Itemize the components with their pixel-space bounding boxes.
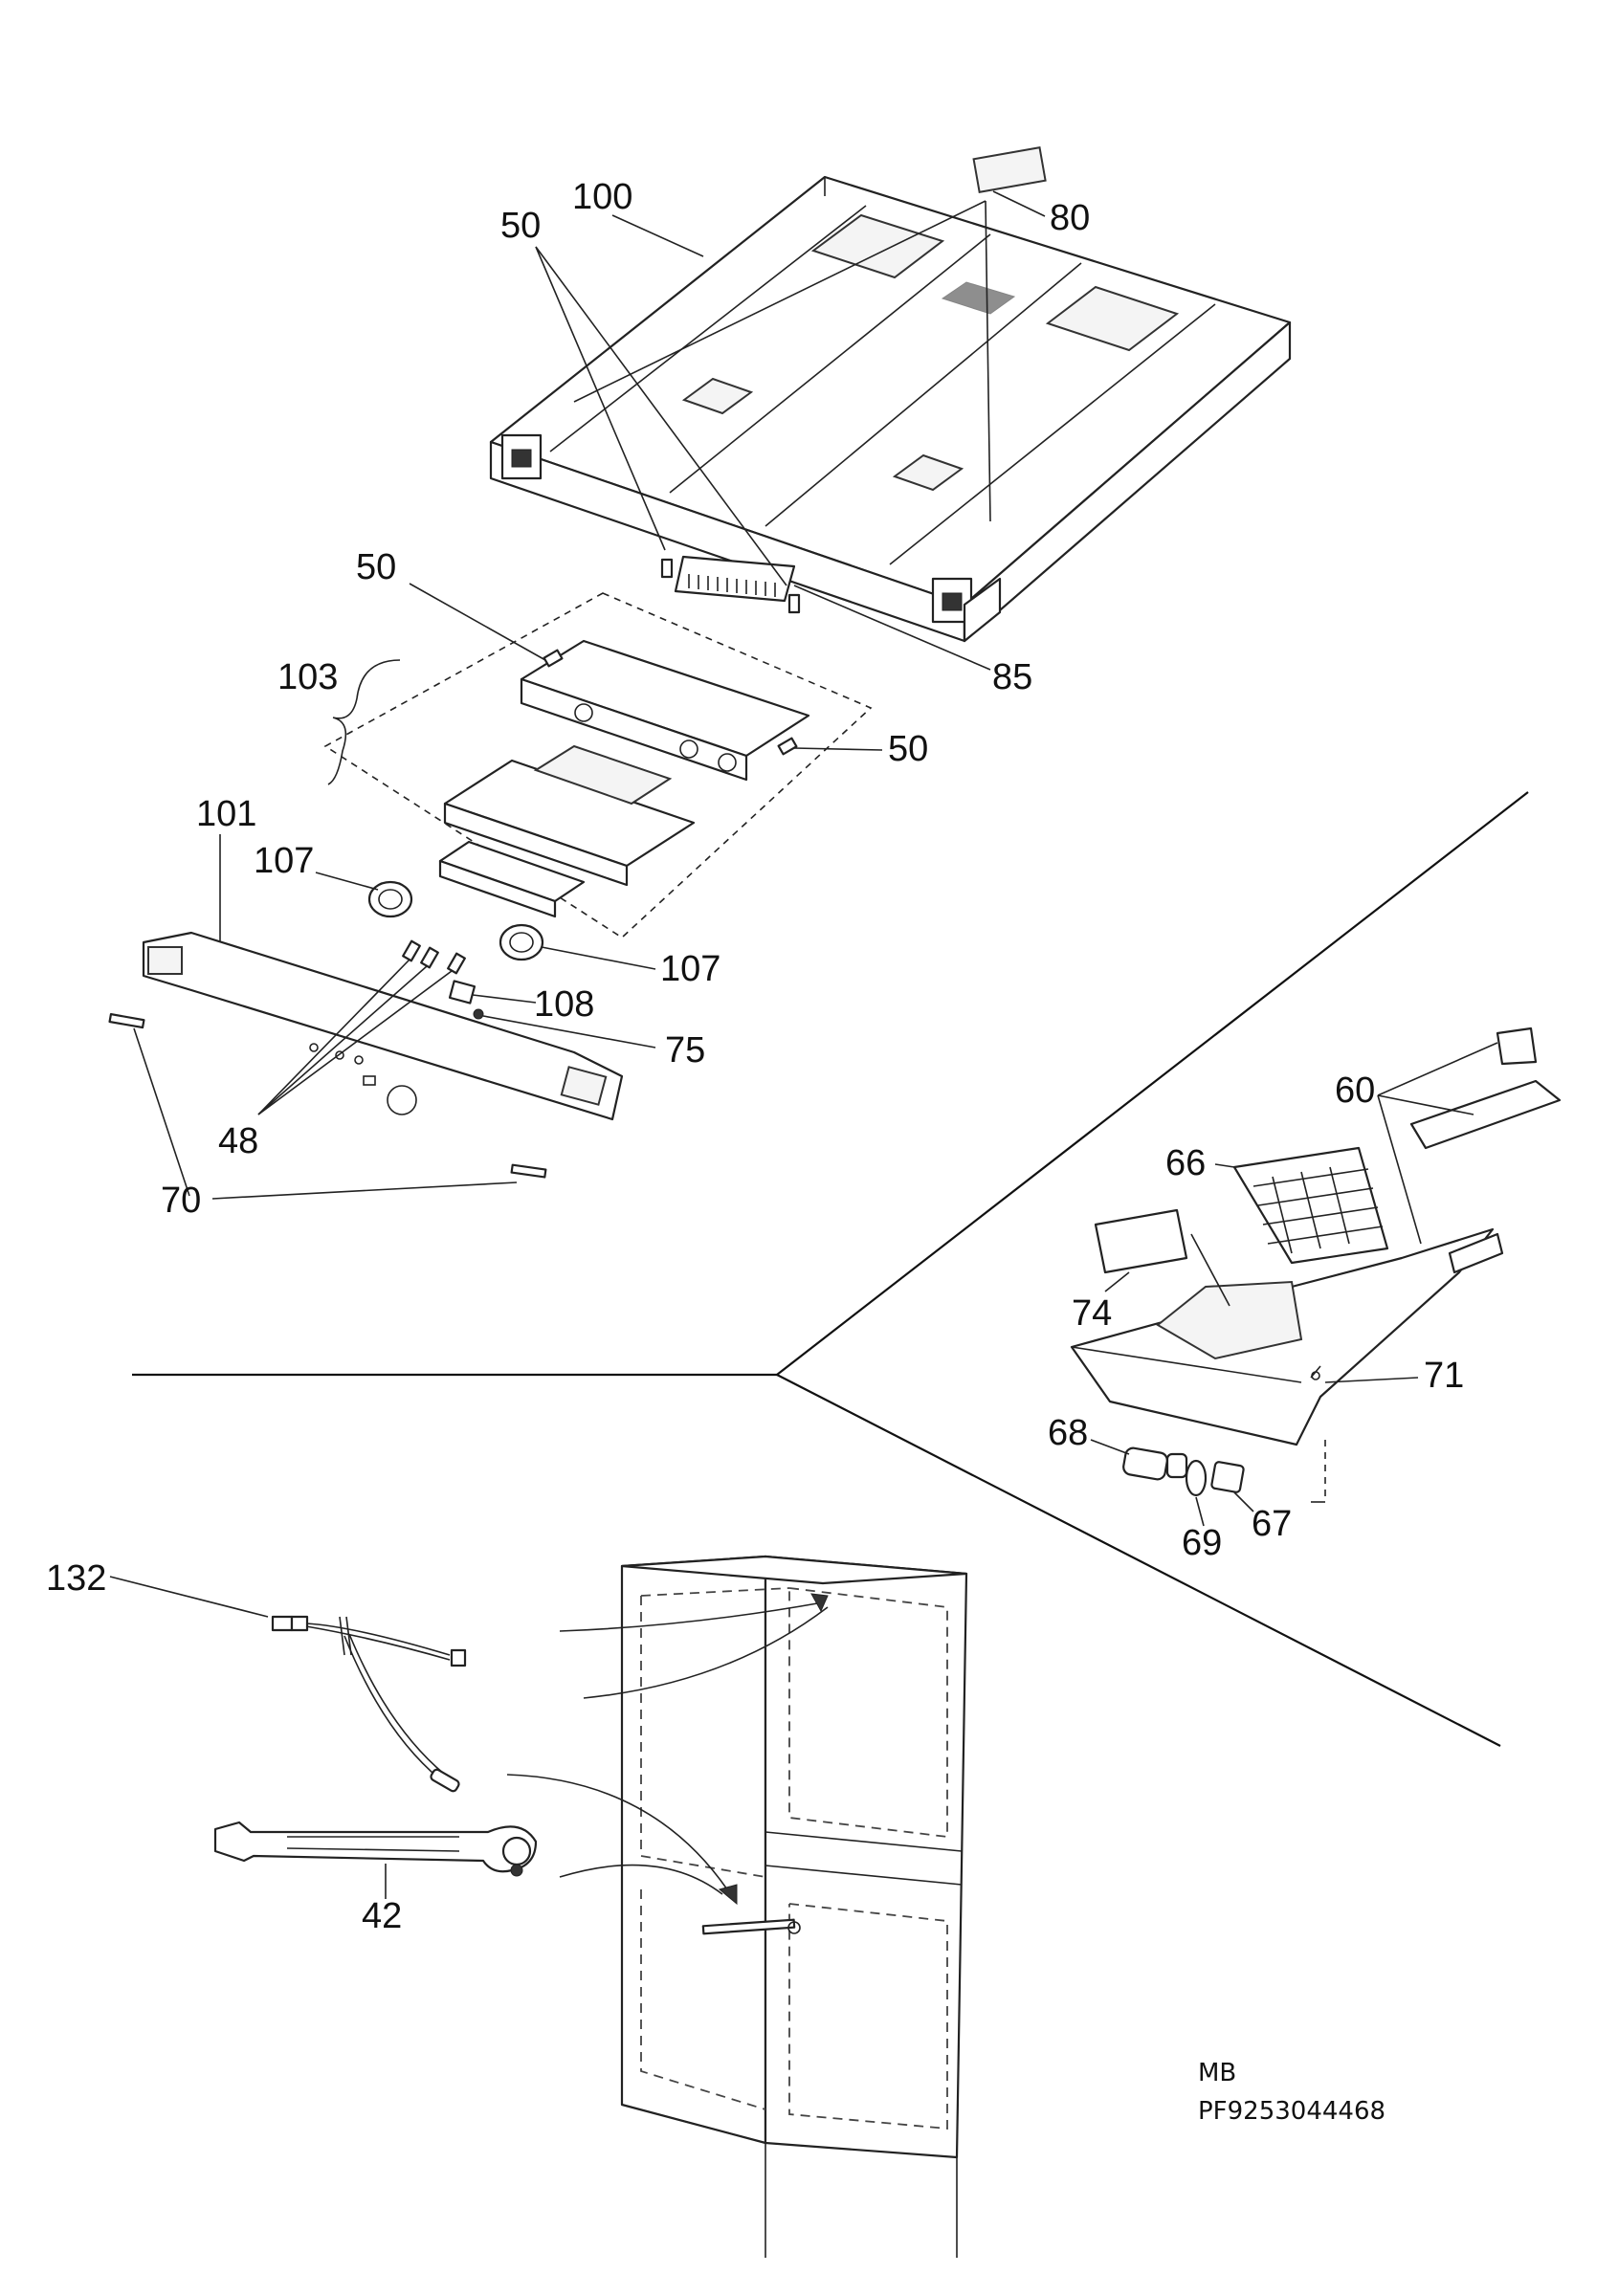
callout-69: 69 — [1182, 1496, 1222, 1563]
crisper-tray-assembly — [1070, 1027, 1562, 1446]
footer: MB PF9253044468 — [1198, 2059, 1385, 2126]
callout-108: 108 — [534, 984, 594, 1025]
svg-text:75: 75 — [665, 1030, 705, 1071]
section-dividers — [132, 791, 1529, 1747]
callout-60: 60 — [1335, 1042, 1498, 1245]
callout-103: 103 — [277, 657, 401, 785]
callout-80: 80 — [573, 190, 1090, 522]
svg-text:74: 74 — [1072, 1293, 1112, 1334]
part-75-dot — [473, 1008, 656, 1049]
svg-text:107: 107 — [660, 949, 720, 989]
callout-101: 101 — [196, 794, 256, 942]
switch-108 — [448, 980, 537, 1004]
refrigerator-cabinet — [620, 1555, 968, 2258]
flow-arrows — [506, 1593, 829, 1906]
sensor-bar-42 — [213, 1821, 538, 1877]
svg-text:85: 85 — [992, 657, 1032, 697]
callout-100: 100 — [572, 177, 704, 257]
svg-text:50: 50 — [356, 547, 396, 587]
callout-85: 85 — [793, 585, 1032, 697]
svg-text:60: 60 — [1335, 1071, 1375, 1111]
callout-132: 132 — [46, 1558, 269, 1618]
filter-grille-85-teeth — [688, 574, 776, 597]
callout-50-right: 50 — [777, 729, 928, 769]
control-panel-101 — [142, 931, 624, 1121]
callout-66: 66 — [1165, 1143, 1235, 1183]
svg-text:48: 48 — [218, 1121, 258, 1161]
callout-75: 75 — [665, 1030, 705, 1071]
svg-text:107: 107 — [254, 841, 314, 881]
svg-text:101: 101 — [196, 794, 256, 834]
callout-107-left: 107 — [254, 841, 379, 891]
svg-text:68: 68 — [1048, 1413, 1088, 1453]
svg-text:67: 67 — [1252, 1504, 1292, 1544]
callout-107-right: 107 — [541, 946, 720, 989]
knob-107-right — [499, 923, 544, 961]
svg-text:80: 80 — [1050, 198, 1090, 238]
model-label: MB — [1198, 2059, 1236, 2087]
callout-71: 71 — [1324, 1356, 1464, 1396]
sensor-in-cabinet — [701, 1918, 801, 1935]
knob-107-left — [367, 880, 413, 918]
callout-50-top: 50 — [500, 206, 787, 586]
callout-67: 67 — [1233, 1491, 1292, 1544]
svg-text:132: 132 — [46, 1558, 106, 1599]
svg-text:100: 100 — [572, 177, 632, 217]
lamps-48 — [257, 939, 466, 1115]
fan-parts — [1122, 1440, 1326, 1503]
svg-text:50: 50 — [888, 729, 928, 769]
strips-70 — [108, 1013, 547, 1200]
svg-text:42: 42 — [362, 1896, 402, 1936]
svg-text:70: 70 — [161, 1181, 201, 1221]
svg-text:103: 103 — [277, 657, 338, 697]
svg-text:66: 66 — [1165, 1143, 1206, 1183]
callout-42: 42 — [362, 1864, 402, 1936]
svg-text:71: 71 — [1424, 1356, 1464, 1396]
control-board-assembly-103 — [323, 592, 873, 939]
svg-text:69: 69 — [1182, 1523, 1222, 1563]
callout-48: 48 — [218, 1121, 258, 1161]
callout-50-left: 50 — [356, 547, 564, 668]
part-number-label: PF9253044468 — [1198, 2097, 1385, 2126]
callout-74: 74 — [1072, 1233, 1230, 1334]
top-cover-part-100 — [489, 146, 1292, 643]
wiring-harness-132 — [271, 1615, 467, 1793]
callout-70: 70 — [161, 1181, 201, 1221]
svg-text:108: 108 — [534, 984, 594, 1025]
svg-text:50: 50 — [500, 206, 541, 246]
callout-68: 68 — [1048, 1413, 1130, 1455]
